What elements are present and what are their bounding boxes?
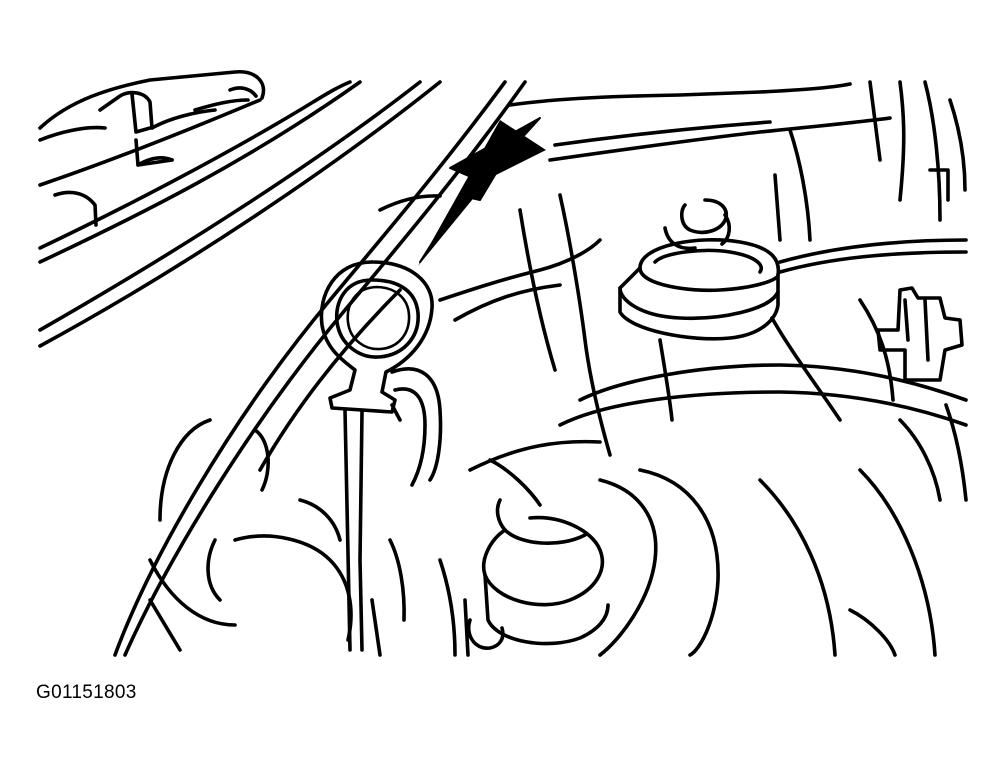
air-intake-housing [38,70,362,264]
upper-hose [508,80,967,242]
dipstick-handle [319,260,434,414]
arrow-icon [418,117,546,266]
sensor-plug [438,498,610,657]
figure-id-label: G01151803 [36,682,137,703]
wiring-harness [778,238,968,502]
intake-manifold [438,193,968,657]
oil-filler-cap [618,198,842,422]
lower-housing [148,418,406,657]
